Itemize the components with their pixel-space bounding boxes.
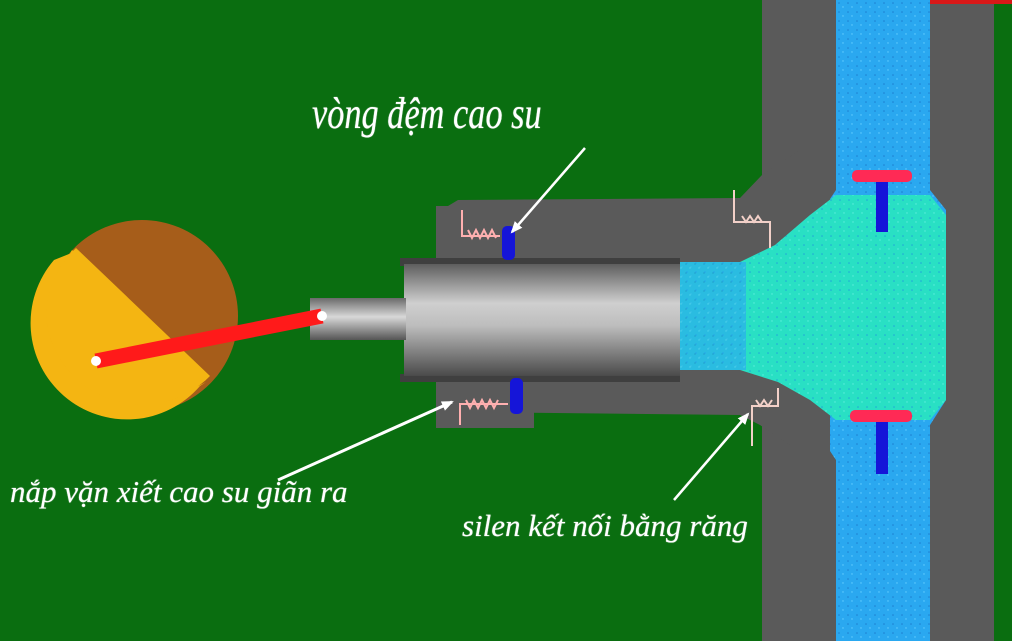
chamber-water-left: [676, 262, 746, 370]
thread-seal-top: [733, 190, 771, 248]
piston: [404, 264, 680, 376]
connecting-rod: [94, 308, 324, 369]
arrow-cap: [277, 400, 454, 482]
lower-valve-disc: [850, 410, 912, 422]
gasket-bottom: [510, 378, 523, 414]
thread-seal-bottom: [751, 388, 779, 446]
lower-valve-stem: [876, 422, 888, 474]
crank-pin: [91, 356, 101, 366]
rod-pin: [317, 311, 327, 321]
gasket-top: [502, 226, 515, 260]
upper-valve-disc: [852, 170, 912, 182]
piston-bore-gap-top: [400, 258, 680, 266]
piston-bore-gap-bottom: [400, 374, 680, 382]
cap-spring-top: [461, 210, 500, 241]
gasket-label: vòng đệm cao su: [312, 89, 542, 138]
right-edge-band: [994, 0, 1012, 641]
upper-valve-stem: [876, 182, 888, 232]
top-red-strip: [862, 0, 1012, 4]
cap-spring-bottom: [459, 397, 508, 425]
arrow-gasket: [510, 147, 586, 234]
arrow-seal: [673, 412, 750, 501]
thread-seal-label: silen kết nối bằng răng: [462, 508, 748, 543]
cap-label: nắp vặn xiết cao su giãn ra: [10, 474, 348, 509]
